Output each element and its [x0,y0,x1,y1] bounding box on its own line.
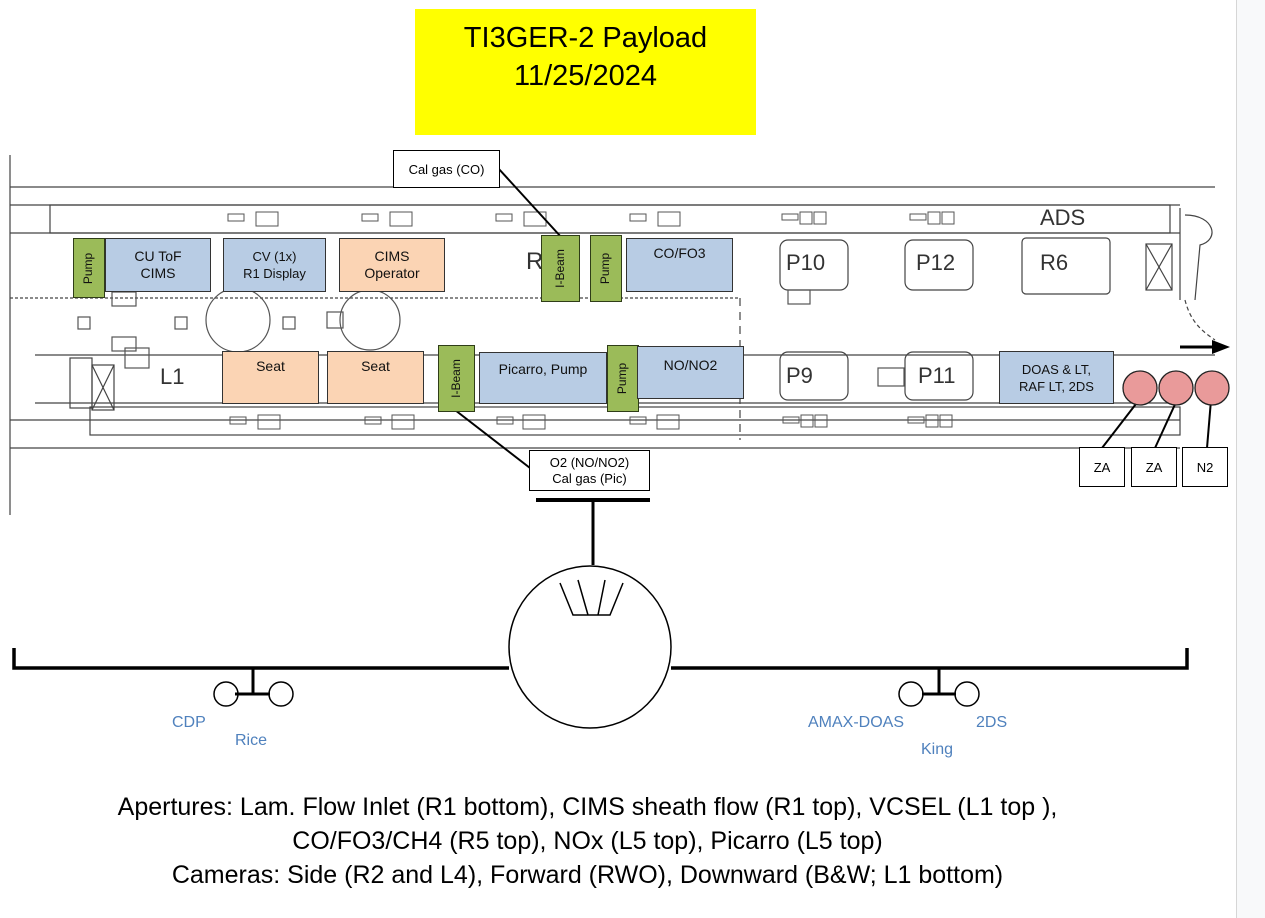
pump-rack-1[interactable]: Pump [73,238,105,298]
callout-bottle-n2: N2 [1182,447,1228,487]
rack-co-fo3[interactable]: CO/FO3 [626,238,733,292]
label-p9: P9 [786,363,813,388]
rack-r6 [1021,237,1111,295]
title-banner: TI3GER-2 Payload 11/25/2024 [415,9,756,135]
scrollbar-strip[interactable] [1236,0,1265,918]
seat-p9 [779,351,849,401]
label-p10: P10 [786,250,826,275]
callout-o2-cal-gas: O2 (NO/NO2) Cal gas (Pic) [529,450,650,491]
callout-bottle-za-1: ZA [1079,447,1125,487]
notes-line-cameras: Cameras: Side (R2 and L4), Forward (RWO)… [171,861,1004,889]
seat-2[interactable]: Seat [327,351,424,404]
pump-label: Pump [81,252,96,284]
notes-block: Apertures: Lam. Flow Inlet (R1 bottom), … [0,790,1175,892]
seat-1[interactable]: Seat [222,351,319,404]
label-p11: P11 [918,363,956,388]
ibeam-left[interactable]: I-Beam [438,345,475,412]
leader-line-cal-gas-co [497,167,563,239]
probe-cdp [213,681,239,707]
probe-label-cdp: CDP [172,714,206,731]
left-wing [12,648,509,670]
probe-label-king: King [921,741,954,758]
ibeam-right[interactable]: I-Beam [541,235,580,302]
label-p12: P12 [916,250,956,275]
probe-amax-doas [898,681,924,707]
cabin-floorplan [9,155,1230,729]
callout-bottle-za-2: ZA [1131,447,1177,487]
door-panel [1145,243,1173,291]
exit-arrow-icon [1180,340,1230,354]
seat-p11 [904,351,974,401]
leader-line-o2 [454,409,531,469]
probe-rice [268,681,294,707]
label-ads: ADS [1040,205,1086,230]
probe-label-2ds: 2DS [976,714,1008,731]
right-sidewall-panel [49,204,1171,234]
ibeam-label: I-Beam [449,359,463,398]
notes-line-apertures-cont: CO/FO3/CH4 (R5 top), NOx (L5 top), Picar… [292,827,883,855]
seat-cims-operator[interactable]: CIMS Operator [339,238,445,292]
fuselage-cross-section [508,565,672,729]
title-line: TI3GER-2 Payload [463,22,708,54]
rack-doas[interactable]: DOAS & LT, RAF LT, 2DS [999,351,1114,404]
right-wing [671,648,1189,670]
label-r6: R6 [1040,250,1069,275]
rack-cu-tof-cims[interactable]: CU ToF CIMS [105,238,211,292]
title-date: 11/25/2024 [514,60,657,92]
rack-picarro[interactable]: Picarro, Pump [479,352,607,404]
aperture-hatched [339,289,401,351]
seat-p10 [779,239,849,291]
label-l1: L1 [160,364,185,389]
pump-rack-2[interactable]: Pump [590,235,622,302]
probe-2ds [954,681,980,707]
gas-bottle-za-1 [1122,370,1158,406]
rack-cv-display[interactable]: CV (1x) R1 Display [223,238,326,292]
gas-bottle-n2 [1194,370,1230,406]
pump-label: Pump [615,362,630,395]
rear-galley [69,357,93,409]
label-r1: R [526,248,544,275]
notes-line-apertures: Apertures: Lam. Flow Inlet (R1 bottom), … [117,793,1058,821]
seat-p12 [904,239,974,291]
gas-bottle-za-2 [1158,370,1194,406]
probe-label-amax-doas: AMAX-DOAS [808,714,905,731]
callout-cal-gas-co: Cal gas (CO) [393,150,500,188]
pump-label: Pump [598,252,613,285]
probe-label-rice: Rice [235,732,268,749]
ibeam-label: I-Beam [553,249,567,288]
rack-no-no2[interactable]: NO/NO2 [637,346,744,399]
pump-rack-3[interactable]: Pump [607,345,639,412]
